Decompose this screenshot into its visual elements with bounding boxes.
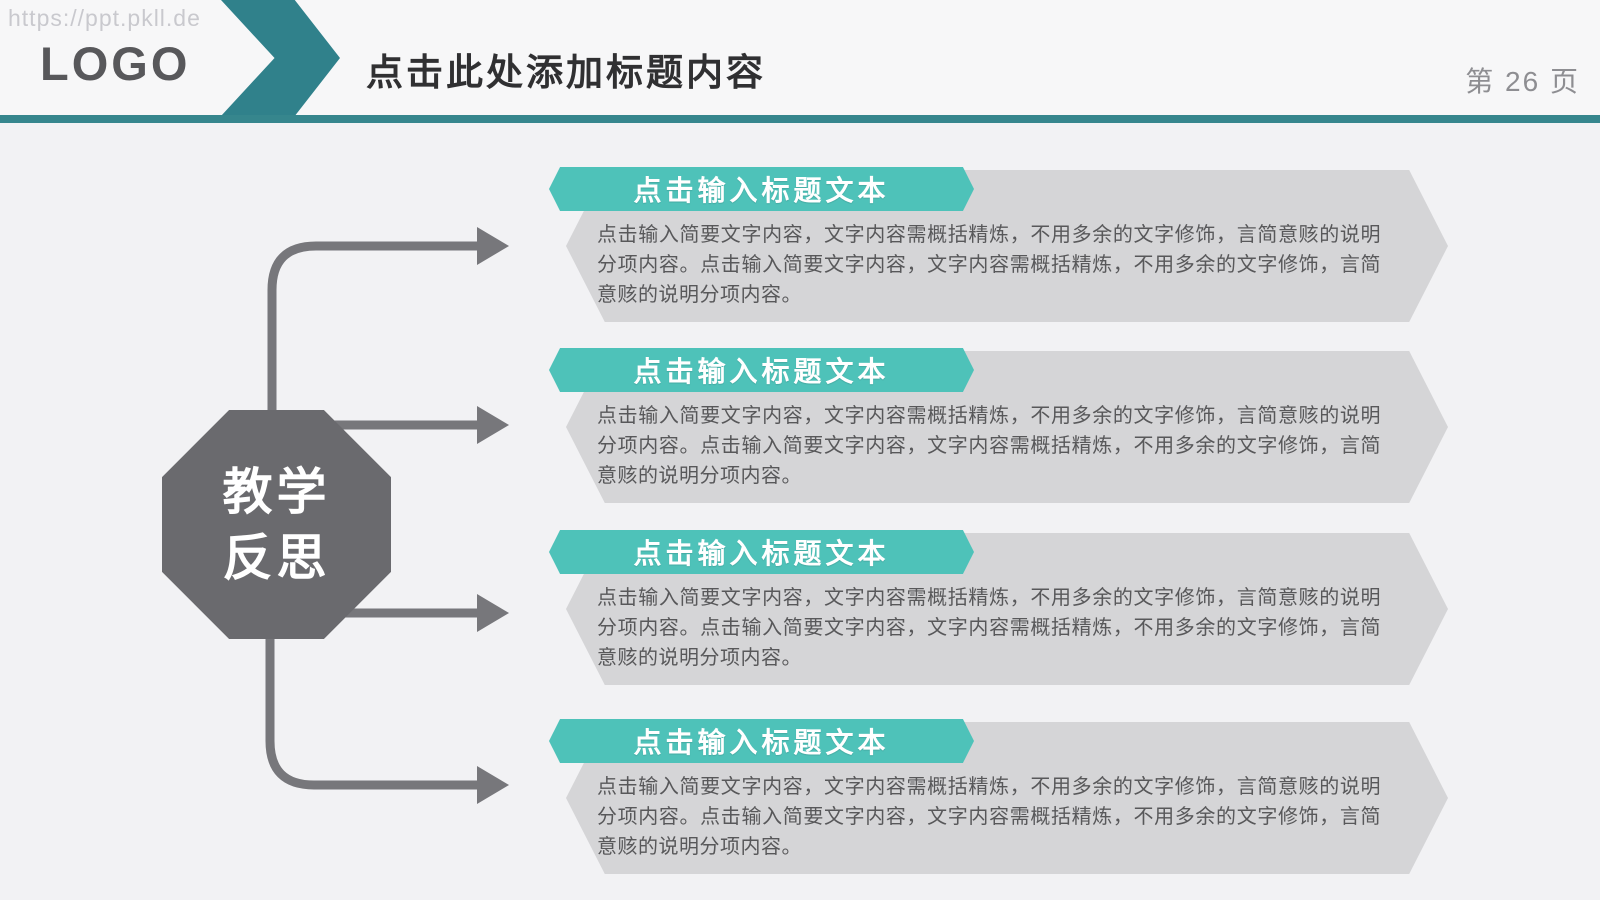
connector-line-4: [265, 620, 478, 790]
header-bar: https://ppt.pkll.de LOGO 点击此处添加标题内容 第 26…: [0, 0, 1600, 116]
content-block-4-banner: 点击输入标题文本: [549, 719, 974, 763]
content-block-3: 点击输入标题文本 点击输入简要文字内容，文字内容需概括精炼，不用多余的文字修饰，…: [549, 530, 1600, 690]
arrowhead-icon-1: [477, 227, 509, 265]
content-block-1-banner: 点击输入标题文本: [549, 167, 974, 211]
watermark-url: https://ppt.pkll.de: [8, 5, 201, 31]
content-block-2: 点击输入标题文本 点击输入简要文字内容，文字内容需概括精炼，不用多余的文字修饰，…: [549, 348, 1600, 508]
content-block-2-body: 点击输入简要文字内容，文字内容需概括精炼，不用多余的文字修饰，言简意赅的说明分项…: [597, 405, 1381, 487]
center-label-line2: 反思: [222, 529, 331, 586]
connector-line-1: [267, 241, 478, 430]
content-block-4: 点击输入标题文本 点击输入简要文字内容，文字内容需概括精炼，不用多余的文字修饰，…: [549, 719, 1600, 879]
logo-text: LOGO: [40, 37, 191, 90]
page-number: 第 26 页: [1465, 66, 1580, 97]
arrowhead-icon-2: [477, 406, 509, 444]
content-block-4-title: 点击输入标题文本: [633, 727, 890, 758]
content-block-1-body: 点击输入简要文字内容，文字内容需概括精炼，不用多余的文字修饰，言简意赅的说明分项…: [597, 224, 1381, 306]
arrowhead-icon-3: [477, 594, 509, 632]
content-block-2-title: 点击输入标题文本: [633, 356, 890, 387]
content-block-3-title: 点击输入标题文本: [633, 538, 890, 569]
content-block-4-body: 点击输入简要文字内容，文字内容需概括精炼，不用多余的文字修饰，言简意赅的说明分项…: [597, 776, 1381, 858]
center-label-line1: 教学: [222, 463, 331, 520]
content-block-1-title: 点击输入标题文本: [633, 175, 890, 206]
slide-title: 点击此处添加标题内容: [366, 52, 766, 93]
arrowhead-icon-4: [477, 766, 509, 804]
content-block-3-body: 点击输入简要文字内容，文字内容需概括精炼，不用多余的文字修饰，言简意赅的说明分项…: [597, 587, 1381, 669]
content-block-2-banner: 点击输入标题文本: [549, 348, 974, 392]
header-divider-line: [0, 115, 1600, 123]
chevron-right-icon: [221, 0, 340, 116]
content-block-1: 点击输入标题文本 点击输入简要文字内容，文字内容需概括精炼，不用多余的文字修饰，…: [549, 167, 1600, 327]
center-octagon: 教学 反思: [162, 410, 391, 639]
content-block-3-banner: 点击输入标题文本: [549, 530, 974, 574]
